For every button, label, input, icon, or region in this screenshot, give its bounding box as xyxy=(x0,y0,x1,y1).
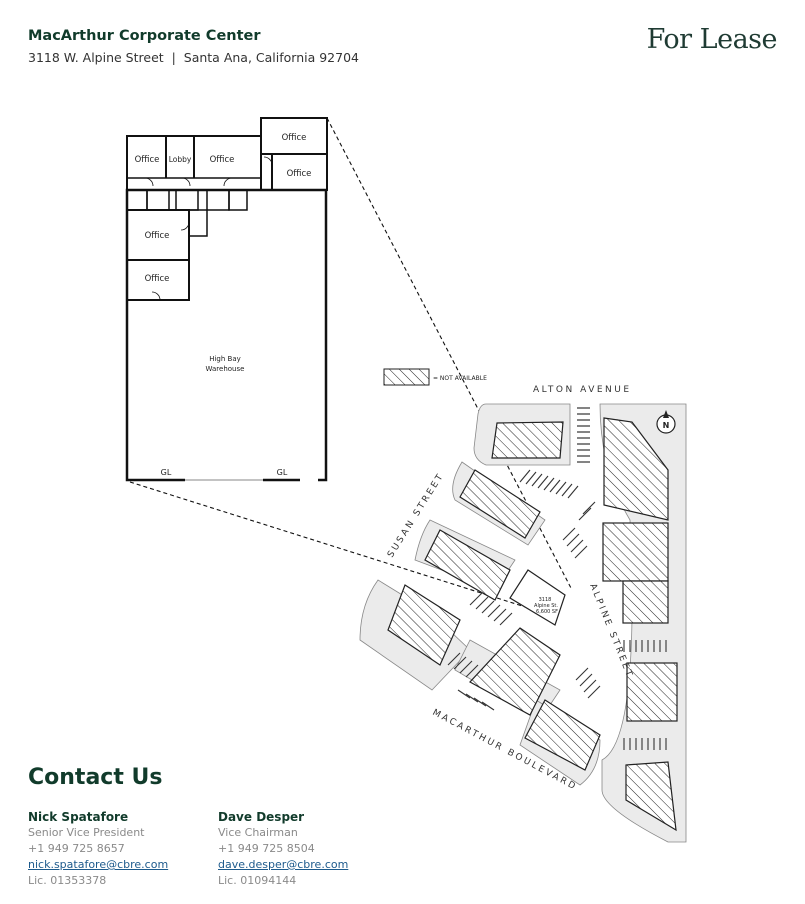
contact-card: Nick Spatafore Senior Vice President +1 … xyxy=(28,809,168,889)
site-map: = NOT AVAILABLE xyxy=(359,368,687,843)
street-label-alton: ALTON AVENUE xyxy=(533,385,632,395)
contact-license: Lic. 01353378 xyxy=(28,874,107,887)
room-label-office: Office xyxy=(210,155,235,165)
buildings xyxy=(387,417,678,832)
north-label: N xyxy=(663,421,670,430)
room-label-office: Office xyxy=(282,133,307,143)
subject-label: Alpine St. xyxy=(534,603,558,609)
contact-phone: +1 949 725 8657 xyxy=(28,842,125,855)
contact-email-link[interactable]: dave.desper@cbre.com xyxy=(218,858,349,871)
for-lease-badge: For Lease xyxy=(646,24,778,55)
room-label-office: Office xyxy=(145,231,170,241)
room-label-lobby: Lobby xyxy=(169,155,192,164)
room-label-office: Office xyxy=(287,169,312,179)
contact-email-link[interactable]: nick.spatafore@cbre.com xyxy=(28,858,169,871)
grade-level-door-label: GL xyxy=(277,468,288,477)
legend-label: = NOT AVAILABLE xyxy=(433,375,487,382)
contact-license: Lic. 01094144 xyxy=(218,874,297,887)
floor-plan xyxy=(125,117,328,482)
subject-building xyxy=(509,569,566,626)
property-address: 3118 W. Alpine Street | Santa Ana, Calif… xyxy=(28,50,359,65)
contact-card: Dave Desper Vice Chairman +1 949 725 850… xyxy=(218,809,348,889)
contact-role: Vice Chairman xyxy=(218,826,298,839)
contact-title: Contact Us xyxy=(28,765,163,790)
room-label-office: Office xyxy=(145,274,170,284)
callout-line xyxy=(129,481,536,611)
contact-phone: +1 949 725 8504 xyxy=(218,842,315,855)
room-label-office: Office xyxy=(135,155,160,165)
contact-role: Senior Vice President xyxy=(28,826,145,839)
legend-swatch xyxy=(383,368,430,386)
contact-name: Nick Spatafore xyxy=(28,810,129,824)
office-block-tr2 xyxy=(271,153,328,191)
grade-level-door-label: GL xyxy=(161,468,172,477)
subject-label: 3118 xyxy=(539,597,552,603)
office-block-l2 xyxy=(126,259,190,301)
warehouse-label: Warehouse xyxy=(206,365,245,373)
warehouse-label: High Bay xyxy=(209,355,241,363)
contact-name: Dave Desper xyxy=(218,810,305,824)
property-name: MacArthur Corporate Center xyxy=(28,28,261,44)
subject-label: 6,600 SF xyxy=(536,609,558,615)
